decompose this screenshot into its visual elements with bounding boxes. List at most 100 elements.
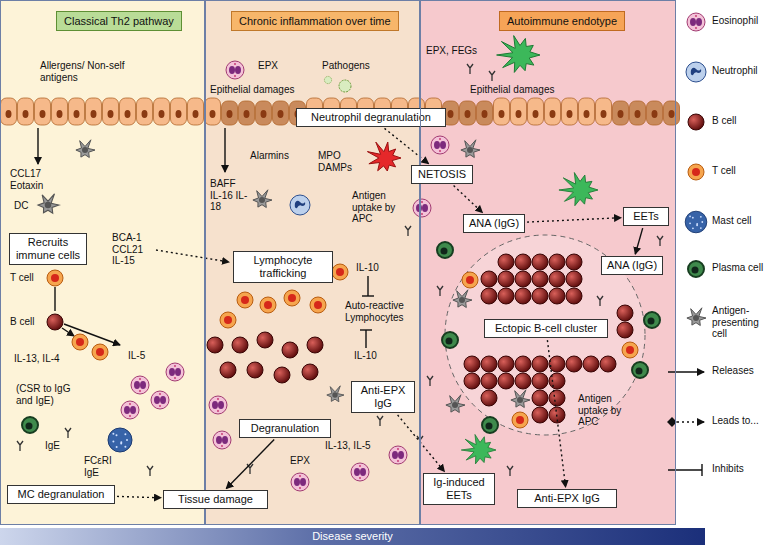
mast-cell [685,211,707,233]
drawing-part [461,140,480,158]
drawing-part [626,346,634,354]
nucleus [227,110,233,118]
apc-cell [446,395,465,413]
drawing-part [687,13,705,31]
connector [547,340,565,487]
box-text: Lymphocyte trafficking [238,254,328,280]
b-cell [532,407,548,423]
drawing-part [116,446,118,448]
b-cell [566,288,582,304]
drawing-part [517,397,523,403]
drawing-part [234,75,236,77]
drawing-part [131,376,149,394]
panel-heading: Classical Th2 pathway [56,11,182,31]
epithelial-cell [256,101,272,125]
b-cell [515,288,531,304]
drawing-part [559,173,598,206]
drawing-part [516,416,524,424]
nucleus [91,110,97,118]
nucleus [278,110,284,118]
t-cell [622,342,638,358]
drawing-part [274,367,290,383]
connector [454,186,483,213]
drawing-part [310,297,326,313]
drawing-part [439,150,441,152]
drawing-part [441,248,448,255]
nucleus [244,110,250,118]
drawing-part [159,405,161,407]
text-label: IL-13, IL-5 [325,440,387,452]
drawing-part [695,15,697,17]
drawing-part [405,226,411,236]
text-label: IgE [45,440,71,452]
nucleus [193,110,199,118]
drawing-part [139,390,141,392]
drawing-part [421,201,423,203]
epithelial-cell [171,98,187,125]
drawing-part [695,27,697,29]
b-cell [566,356,582,372]
drawing-part [701,221,703,223]
drawing-part [437,242,453,258]
apc-cell [76,140,95,158]
drawing-part [241,296,249,304]
legend-text: Leads to... [712,415,768,427]
drawing-part [446,395,465,413]
drawing-part [62,328,74,336]
box-text: EETs [628,210,664,223]
t-cell [92,344,108,360]
eos-cell [413,199,431,217]
panel-ground [0,0,205,525]
drawing-part [497,36,540,73]
drawing-part [154,396,160,404]
plasma-cell [437,242,453,258]
ab-cell [489,71,495,81]
plasma-cell [442,332,458,348]
panel-heading: Chronic inflammation over time [231,11,399,31]
eos-cell [151,391,169,409]
ab-cell [507,466,513,476]
legend-text: Plasma cell [712,262,768,274]
path-cell [339,80,351,92]
epithelial-cell [273,101,289,125]
drawing-part [464,356,480,372]
t-cell [260,297,276,313]
nucleus [652,110,658,118]
epithelial-cell [137,98,153,125]
t-cell [462,272,478,288]
b-cell [481,373,497,389]
legend-text: Mast cell [712,215,768,227]
nucleus [142,110,148,118]
drawing-part [515,356,531,372]
text-label: BAFF IL-16 IL-18 [210,178,248,213]
ab-cell [657,236,663,246]
drawing-part [229,66,235,74]
drawing-part [365,330,366,348]
b-cell [549,288,565,304]
epithelial-cell [239,101,255,125]
drawing-part [701,464,702,476]
drawing-part [421,213,423,215]
drawing-part [461,434,496,463]
drawing-part [690,18,696,26]
drawing-part [129,403,131,405]
t-cell [688,164,704,180]
drawing-part [668,469,702,470]
eet-cell [559,173,598,206]
drawing-part [481,356,497,372]
drawing-part [692,168,700,176]
eos-cell [226,61,244,79]
drawing-part [566,271,582,287]
drawing-part [221,433,223,435]
epithelial-cell [562,98,578,125]
b-cell [481,390,497,406]
drawing-part [692,217,694,219]
drawing-part [566,254,582,270]
drawing-part [112,441,114,443]
drawing-part [45,202,52,209]
drawing-part [532,390,548,406]
drawing-part [76,140,95,158]
panel-heading: Autoimmune endotype [499,11,625,31]
text-label: EPX [258,60,284,72]
b-cell [498,254,514,270]
